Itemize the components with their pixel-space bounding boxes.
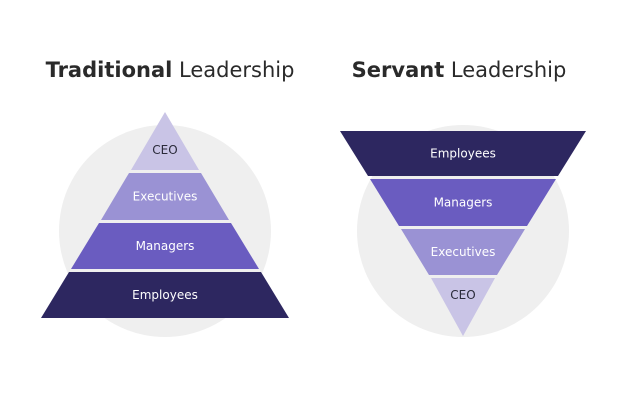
servant-pyramid: Employees Managers Executives CEO bbox=[340, 125, 586, 337]
servant-layer-employees: Employees bbox=[340, 131, 586, 176]
servant-layer-managers: Managers bbox=[370, 179, 556, 226]
traditional-title: Traditional Leadership bbox=[46, 58, 295, 82]
traditional-layer-executives: Executives bbox=[101, 173, 229, 220]
servant-layer-ceo: CEO bbox=[431, 278, 495, 336]
servant-layer-employees-shape bbox=[340, 131, 586, 176]
servant-layer-executives-shape bbox=[401, 229, 525, 275]
traditional-title-bold: Traditional bbox=[45, 58, 173, 82]
traditional-layer-employees: Employees bbox=[41, 272, 289, 318]
traditional-layer-ceo-label: CEO bbox=[152, 143, 177, 157]
servant-title-bold: Servant bbox=[351, 58, 445, 82]
servant-layer-executives-label: Executives bbox=[431, 245, 496, 259]
traditional-layer-managers-shape bbox=[71, 223, 259, 269]
traditional-title-rest: Leadership bbox=[179, 58, 295, 82]
servant-layer-executives: Executives bbox=[401, 229, 525, 275]
servant-layer-ceo-label: CEO bbox=[450, 288, 475, 302]
traditional-pyramid: CEO Executives Managers Employees bbox=[41, 112, 289, 337]
servant-title: Servant Leadership bbox=[352, 58, 567, 82]
servant-layer-managers-shape bbox=[370, 179, 556, 226]
traditional-layer-managers: Managers bbox=[71, 223, 259, 269]
servant-title-rest: Leadership bbox=[450, 58, 567, 82]
traditional-layer-employees-shape bbox=[41, 272, 289, 318]
servant-layer-managers-label: Managers bbox=[434, 196, 493, 210]
traditional-layer-ceo: CEO bbox=[131, 112, 199, 170]
traditional-layer-executives-shape bbox=[101, 173, 229, 220]
servant-layer-ceo-shape bbox=[431, 278, 495, 336]
traditional-layer-ceo-shape bbox=[131, 112, 199, 170]
traditional-layer-managers-label: Managers bbox=[136, 239, 195, 253]
traditional-layer-employees-label: Employees bbox=[132, 288, 198, 302]
servant-layer-employees-label: Employees bbox=[430, 147, 496, 161]
traditional-layer-executives-label: Executives bbox=[133, 190, 198, 204]
